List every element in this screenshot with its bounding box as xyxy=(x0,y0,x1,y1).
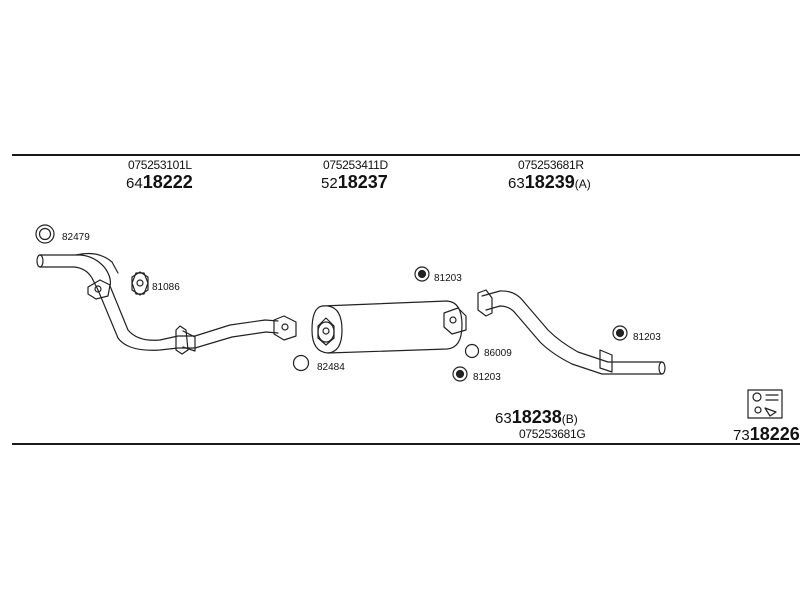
part-number-1-prefix: 64 xyxy=(126,175,143,192)
rubber-mount-81203-c-icon[interactable] xyxy=(612,325,628,341)
component-label-81086: 81086 xyxy=(152,282,180,293)
top-divider xyxy=(12,154,800,156)
oem-number-2: 075253411D xyxy=(323,158,388,172)
tail-pipe-18239[interactable] xyxy=(477,289,666,375)
component-label-81203-a: 81203 xyxy=(434,273,462,284)
front-pipe-18222[interactable] xyxy=(36,252,297,355)
component-label-81203-b: 81203 xyxy=(473,372,501,383)
part-number-3-prefix: 63 xyxy=(508,175,525,192)
gasket-81086-icon[interactable] xyxy=(131,271,149,296)
part-number-3-main: 18239 xyxy=(524,172,575,192)
part-number-5-main: 18226 xyxy=(749,424,800,444)
part-number-4-main: 18238 xyxy=(511,407,562,427)
oem-number-1: 075253101L xyxy=(128,158,192,172)
part-number-5[interactable]: 7318226 xyxy=(733,424,800,445)
part-number-5-prefix: 73 xyxy=(733,427,750,444)
ring-86009-icon[interactable] xyxy=(464,343,480,359)
part-number-1[interactable]: 6418222 xyxy=(126,172,193,193)
bottom-divider xyxy=(12,443,800,445)
part-number-3-suffix: (A) xyxy=(574,177,591,191)
component-label-86009: 86009 xyxy=(484,348,512,359)
part-number-3[interactable]: 6318239(A) xyxy=(508,172,591,193)
gasket-82479-icon[interactable] xyxy=(35,224,55,244)
rubber-mount-81203-b-icon[interactable] xyxy=(452,366,468,382)
part-number-4[interactable]: 6318238(B) xyxy=(495,407,578,428)
mounting-kit-18226-icon[interactable] xyxy=(747,389,783,419)
part-number-2[interactable]: 5218237 xyxy=(321,172,388,193)
oem-number-4: 075253681G xyxy=(519,427,586,441)
rubber-mount-81203-a-icon[interactable] xyxy=(414,266,430,282)
component-label-81203-c: 81203 xyxy=(633,332,661,343)
part-number-2-prefix: 52 xyxy=(321,175,338,192)
gasket-82484-icon[interactable] xyxy=(292,354,310,372)
oem-number-3: 075253681R xyxy=(518,158,584,172)
component-label-82479: 82479 xyxy=(62,232,90,243)
middle-muffler-18237[interactable] xyxy=(311,300,467,354)
part-number-4-prefix: 63 xyxy=(495,410,512,427)
part-number-4-suffix: (B) xyxy=(561,412,578,426)
component-label-82484: 82484 xyxy=(317,362,345,373)
part-number-1-main: 18222 xyxy=(142,172,193,192)
part-number-2-main: 18237 xyxy=(337,172,388,192)
